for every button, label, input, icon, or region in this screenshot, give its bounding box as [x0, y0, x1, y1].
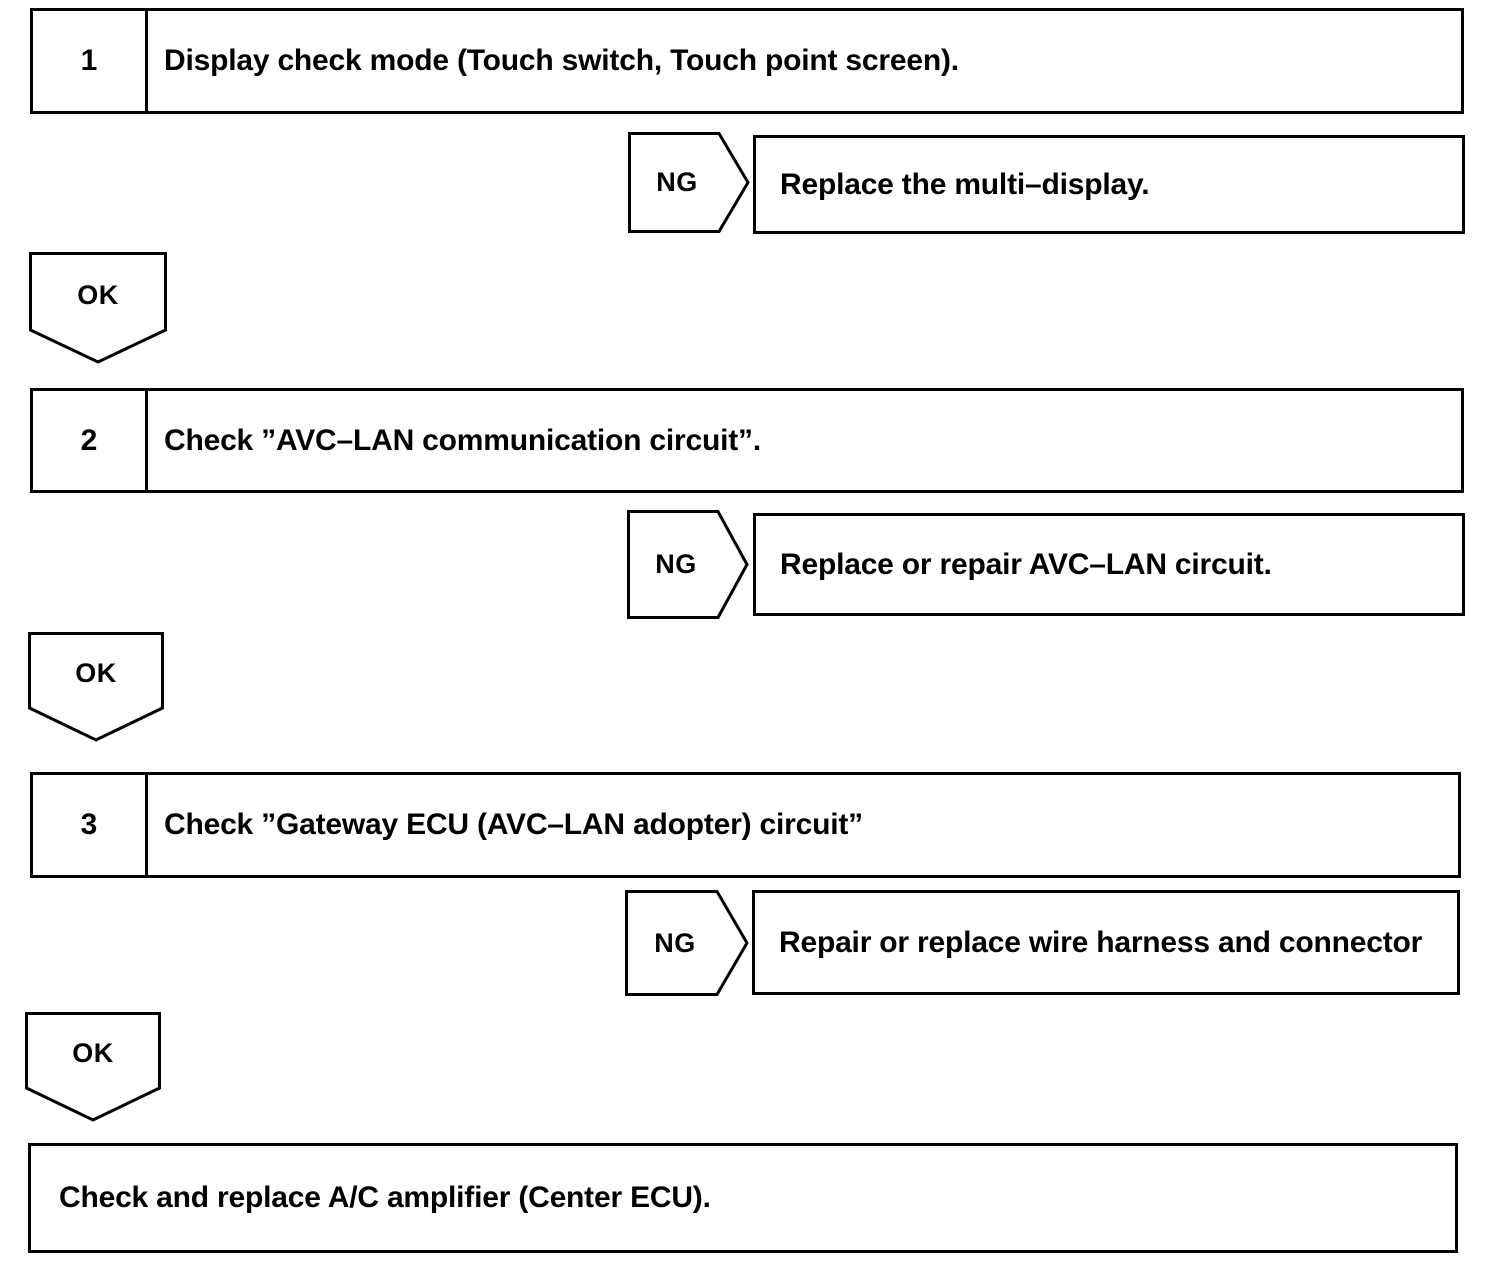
ng-label-1: NG — [656, 167, 698, 197]
step-text-1: Display check mode (Touch switch, Touch … — [164, 44, 959, 77]
final-action-text: Check and replace A/C amplifier (Center … — [59, 1181, 711, 1214]
ok-arrow-1: OK — [29, 252, 167, 364]
ng-result-box-1[interactable]: Replace the multi–display. — [753, 135, 1465, 234]
ng-result-text-2: Replace or repair AVC–LAN circuit. — [780, 547, 1272, 581]
ng-result-text-1: Replace the multi–display. — [780, 167, 1150, 201]
step-number-2: 2 — [33, 391, 148, 490]
step-text-3: Check ”Gateway ECU (AVC–LAN adopter) cir… — [164, 808, 863, 841]
ng-result-box-2[interactable]: Replace or repair AVC–LAN circuit. — [753, 513, 1465, 616]
ok-arrow-shape-icon — [28, 632, 164, 742]
step-text-2: Check ”AVC–LAN communication circuit”. — [164, 423, 761, 457]
ng-arrow-shape-icon — [628, 132, 750, 233]
ok-arrow-shape-icon — [29, 252, 167, 364]
ng-arrow-2: NG — [627, 510, 749, 619]
ok-arrow-2: OK — [28, 632, 164, 742]
step-box-3[interactable]: 3 Check ”Gateway ECU (AVC–LAN adopter) c… — [30, 772, 1461, 878]
final-action-box[interactable]: Check and replace A/C amplifier (Center … — [28, 1143, 1458, 1253]
step-number-3: 3 — [33, 775, 148, 875]
ng-arrow-shape-icon — [627, 510, 749, 619]
ok-arrow-3: OK — [25, 1012, 161, 1122]
ng-result-box-3[interactable]: Repair or replace wire harness and conne… — [752, 890, 1460, 995]
ok-label-2: OK — [75, 658, 117, 688]
ng-arrow-1: NG — [628, 132, 750, 233]
ng-arrow-shape-icon — [625, 890, 749, 996]
step-number-1: 1 — [33, 11, 148, 111]
ng-label-3: NG — [654, 927, 696, 958]
ok-arrow-shape-icon — [25, 1012, 161, 1122]
step-box-2[interactable]: 2 Check ”AVC–LAN communication circuit”. — [30, 388, 1464, 493]
ok-label-3: OK — [72, 1038, 114, 1068]
step-box-1[interactable]: 1 Display check mode (Touch switch, Touc… — [30, 8, 1464, 114]
ng-result-text-3: Repair or replace wire harness and conne… — [779, 925, 1423, 959]
ok-label-1: OK — [77, 280, 119, 310]
ng-label-2: NG — [655, 549, 697, 579]
ng-arrow-3: NG — [625, 890, 749, 996]
